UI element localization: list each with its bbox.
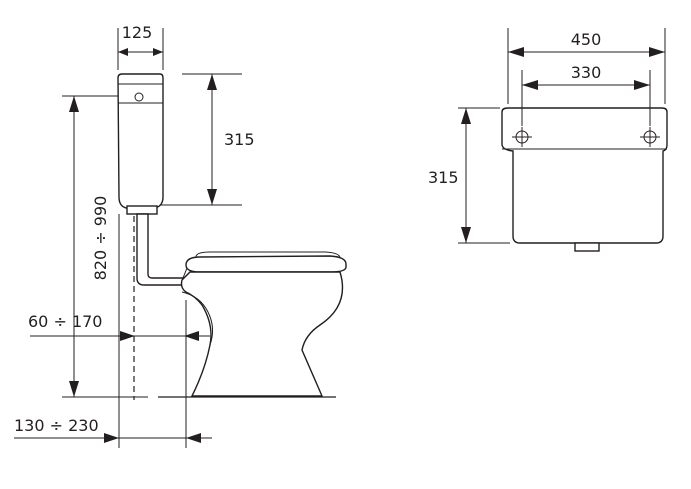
toilet-seat: [185, 255, 347, 273]
side-view: 125 315 820 ÷ 990 60 ÷ 170 130 ÷ 230: [14, 23, 347, 448]
flush-pipe: [136, 213, 184, 286]
dim-315-front-label: 315: [428, 168, 459, 187]
arrow-wall-left: [104, 433, 119, 443]
arrow-315f-bottom: [461, 227, 471, 243]
arrow-330-left: [522, 80, 538, 90]
arrow-450-right: [649, 47, 665, 57]
mounting-hole-right: [640, 127, 660, 147]
dim-330-label: 330: [571, 63, 602, 82]
arrow-125-right: [153, 48, 163, 56]
toilet-lid-top: [195, 251, 341, 259]
arrow-315f-top: [461, 108, 471, 124]
dim-125-label: 125: [122, 23, 153, 42]
cistern-front: [501, 107, 668, 244]
cistern-outlet-front: [574, 242, 600, 252]
arrow-315-top: [207, 74, 217, 90]
arrow-wall-right: [186, 433, 201, 443]
dim-315-side-label: 315: [224, 130, 255, 149]
front-view: 450 330 315: [428, 28, 668, 252]
trap-outline: [181, 291, 214, 346]
arrow-330-right: [634, 80, 650, 90]
arrow-offset-left: [120, 331, 135, 341]
arrow-height-top: [69, 96, 79, 112]
arrow-offset-right: [184, 331, 199, 341]
arrow-height-bottom: [69, 381, 79, 397]
toilet-bowl: [180, 271, 344, 397]
flush-button: [134, 92, 144, 102]
arrow-125-left: [118, 48, 128, 56]
cistern-outlet: [126, 205, 158, 215]
dim-height-label: 820 ÷ 990: [91, 196, 110, 281]
dim-450-label: 450: [571, 30, 602, 49]
arrow-315-bottom: [207, 189, 217, 205]
arrow-450-left: [508, 47, 524, 57]
mounting-hole-left: [512, 127, 532, 147]
dim-pipe-offset-label: 60 ÷ 170: [28, 312, 102, 331]
cistern-side: [117, 73, 164, 209]
dim-wall-distance-label: 130 ÷ 230: [14, 416, 99, 435]
